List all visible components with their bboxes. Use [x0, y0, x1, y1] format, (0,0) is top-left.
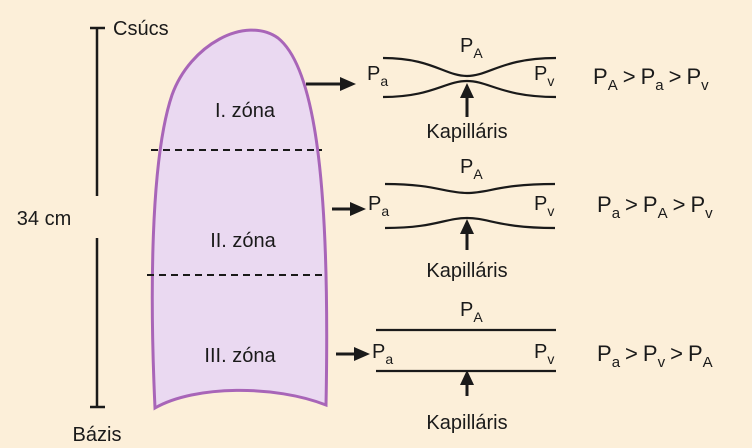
base-label: Bázis: [73, 424, 122, 446]
zone-3-arrow: [336, 347, 370, 361]
zone-3-capillary-label: Kapilláris: [426, 412, 507, 434]
zone-2-capillary: [384, 182, 556, 230]
zone-1-relation: PA>Pa>Pv: [593, 64, 709, 94]
zone-1-arrow: [306, 77, 356, 91]
zone-3-label: III. zóna: [204, 345, 276, 367]
apex-label: Csúcs: [113, 18, 169, 40]
zone-2-label: II. zóna: [210, 230, 276, 252]
zone-3-capillary: [376, 328, 556, 373]
zone-2-up-arrow: [460, 219, 474, 250]
height-scale-bar: [90, 26, 105, 409]
zone-2-capillary-label: Kapilláris: [426, 260, 507, 282]
height-label: 34 cm: [17, 208, 71, 230]
lung-shape: [150, 28, 329, 411]
zone-2-relation: Pa>PA>Pv: [597, 192, 713, 222]
zone-1-up-arrow: [460, 83, 474, 117]
zone-2-p-right: Pv: [534, 193, 554, 219]
zone-1-p-right: Pv: [534, 63, 554, 89]
zone-3-p-top: PA: [460, 299, 483, 325]
zone-3-up-arrow: [460, 370, 474, 396]
zone-2-arrow: [332, 202, 366, 216]
zone-3-p-right: Pv: [534, 341, 554, 367]
zone-1-p-top: PA: [460, 35, 483, 61]
zone-1-capillary: [382, 56, 557, 99]
zone-2-p-left: Pa: [368, 193, 389, 219]
zone-3-p-left: Pa: [372, 341, 393, 367]
zone-1-capillary-label: Kapilláris: [426, 121, 507, 143]
zone-1-p-left: Pa: [367, 63, 388, 89]
zone-1-label: I. zóna: [215, 100, 276, 122]
zone-3-relation: Pa>Pv>PA: [597, 341, 713, 371]
zone-2-p-top: PA: [460, 156, 483, 182]
